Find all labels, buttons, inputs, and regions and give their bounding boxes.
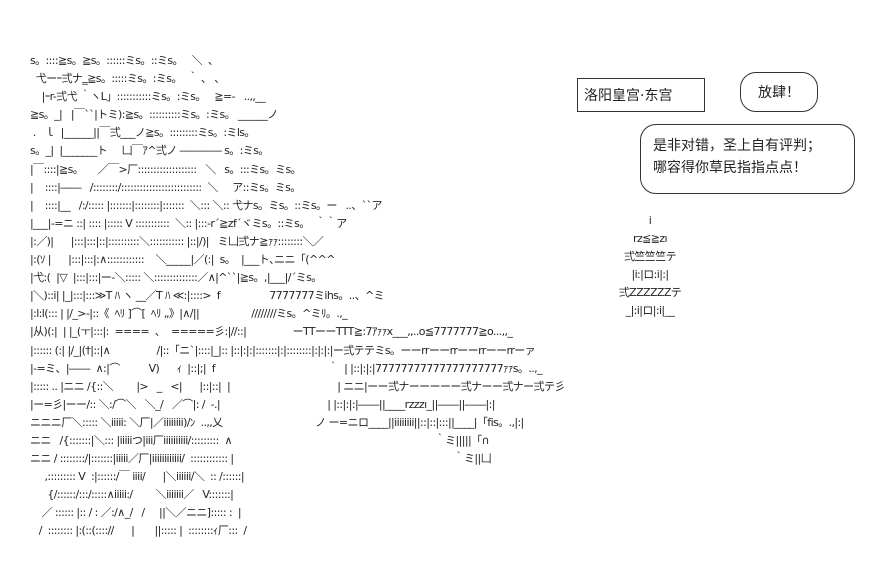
tower-line: 弍ZZZZZZテ <box>618 286 682 300</box>
art-line: |:::::: (:| |/_|(†|::|∧ /|::「ニ`|::::|_|:… <box>30 343 536 357</box>
art-line: s。::::≧s。≧s。::::::ミs。::ミs。 ＼ 、 <box>30 54 219 67</box>
tower-art: i rz≦≧zı 弍竺竺竺テ |i:|ロ:i|:| 弍ZZZZZZテ _|:i|ロ|:i|… <box>600 212 700 321</box>
art-line: | ::::|__ /:/::::: |:::::::|::::::::|:::… <box>30 198 383 212</box>
tower-line: |i:|ロ:i|:| <box>631 268 669 282</box>
art-line: | ::::|―― /::::::::/::::::::::::::::::::… <box>30 180 301 194</box>
art-line: / :::::::: |:(::(::::// | ||::::: | ::::… <box>30 524 247 538</box>
speech-bubble-2: 是非对错，圣上自有评判； 哪容得你草民指指点点！ <box>640 124 855 194</box>
location-title: 洛阳皇宫·东宫 <box>577 78 705 112</box>
art-line: 弋ーｰ弍ナ‗≧s。:::::ミs。:ミs。 ｀ 、 、 <box>30 72 225 86</box>
art-line: ≧s。_| |￣``|トミ):≧s。::::::::::ミs。:ミs。 ____… <box>30 108 278 122</box>
art-line: ニニ /{:::::::|＼::: |iiiiiつ|iii厂iiiiiiiiii… <box>30 433 490 447</box>
bubble-2-line-1: 是非对错，圣上自有评判； <box>653 138 821 154</box>
art-line: |弋:( |▽ |:::|:::|ー-＼::::: ＼:::::::::::::… <box>30 271 322 285</box>
art-line: s。_| |_______ト 凵￣ｱ^弍ノ ―――― s。:ミs。 <box>30 144 269 158</box>
art-line: |从)(:| | |_(ㅜ|:::|: ==== 、 =====彡:|//::|… <box>30 325 513 339</box>
tower-line: rz≦≧zı <box>633 232 668 246</box>
art-line: ／ :::::: |:: / : ／:/∧_/ / ||＼／ニニ]::::: :… <box>30 506 242 520</box>
tower-line: i <box>648 214 652 227</box>
art-line: ニニニ厂＼::::: ＼iiiii: ＼厂|／iiiiiiii)/ﾝ ..,,乂… <box>30 415 524 429</box>
speech-bubble-1: 放肆！ <box>740 72 818 112</box>
art-line: |ー=彡|ーー/:: ＼:/⌒＼ ＼_/ ／⌒|: / -.| | |::|:|… <box>30 397 495 411</box>
art-line: |:l:l(::: | |/_>-|::《 ﾍﾘ ]⌒[ ﾍﾘ „》|∧/|| … <box>30 307 348 321</box>
art-line: . ｌ |______||￣弍___ノ≧s。:::::::::ミs。:ミls。 <box>30 126 256 140</box>
art-line: |::::: .. |ニニ /{::＼ |> _ <| |::|::| | | … <box>30 379 565 393</box>
art-line: |:(ｿ | |:::|:::|:∧:::::::::::: ＼_____|／(… <box>30 253 335 267</box>
art-line: {/::::::/:::/:::::∧iiiii:/ ＼iiiiiii／ V::… <box>30 488 234 502</box>
art-line: |＼)::i| |_|:::|:::≫T ﾊ ヽ __／T ﾊ ≪:|::::>… <box>30 289 385 303</box>
ascii-art: s。::::≧s。≧s。::::::ミs。::ミs。 ＼ 、 弋ーｰ弍ナ‗≧s。… <box>30 52 565 541</box>
tower-line: 弍竺竺竺テ <box>624 250 677 264</box>
tower-line: _|:i|ロ|:i|__ <box>625 304 675 318</box>
art-line: |￣::::|≧s。 ／￣>厂::::::::::::::::::: ＼ s。:… <box>30 162 302 176</box>
bubble-1-text: 放肆！ <box>758 85 800 101</box>
art-line: |:／)| |:::|:::|::|::::::::::＼:::::::::::… <box>30 234 324 248</box>
title-text: 洛阳皇宫·东宫 <box>584 88 673 104</box>
art-line: |-=ミ、|―― ∧:|⌒ V) ｨ |::|;| f ｀ | |::|:|:|… <box>30 361 543 375</box>
bubble-2-line-2: 哪容得你草民指指点点！ <box>653 160 807 176</box>
art-line: ニニ / ::::::::/|:::::::|iiiii／厂|iiiiiiiii… <box>30 452 492 466</box>
art-line: |___|-=ニ ::| :::: |::::: V ::::::::::: ＼… <box>30 216 347 230</box>
art-line: |ｰr-弍弋 ｀ヽL」:::::::::::ミs。:ミs。 ≧=- ..,,__ <box>30 90 266 104</box>
art-line: ,::::::::: V :|::::::/￣ iiii/ |＼iiiiii/＼… <box>30 470 245 484</box>
